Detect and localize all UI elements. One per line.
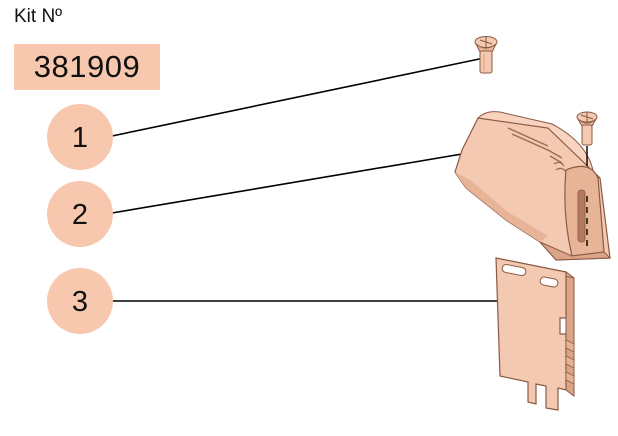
housing-part-2 <box>454 111 612 261</box>
callout-2: 2 <box>47 181 113 247</box>
callout-1: 1 <box>47 104 113 170</box>
callout-2-number: 2 <box>72 199 88 231</box>
callout-3-number: 3 <box>72 286 88 318</box>
screw-part-1 <box>474 36 498 74</box>
callout-3: 3 <box>47 268 113 334</box>
callout-1-number: 1 <box>72 122 88 154</box>
kit-number: 381909 <box>33 49 141 84</box>
housing-screw <box>576 111 598 246</box>
plate-part-3 <box>495 257 575 411</box>
leader-line-2 <box>111 153 463 214</box>
leader-line-1 <box>111 57 485 137</box>
kit-label: Kit Nº <box>14 6 63 27</box>
kit-number-box: 381909 <box>14 44 160 90</box>
